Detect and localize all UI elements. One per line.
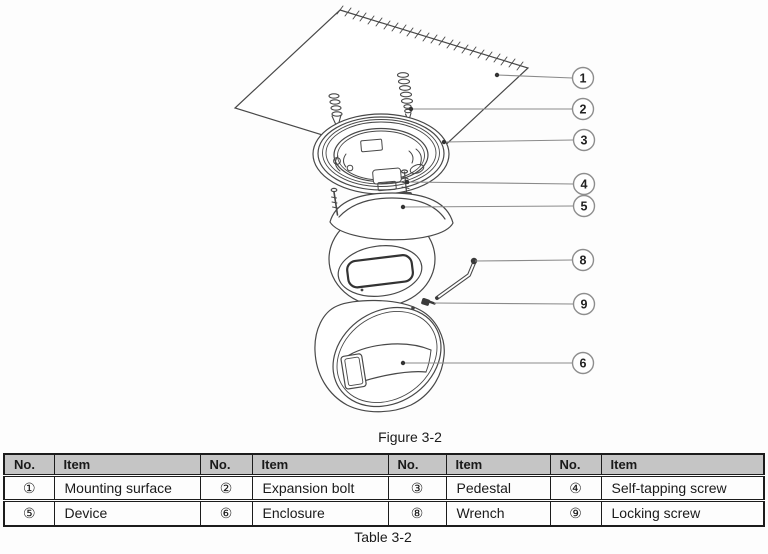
column-header-no: No. [3, 453, 55, 477]
callout-leaders [402, 74, 574, 364]
part-name: Mounting surface [53, 475, 201, 502]
callout-2: 2 [571, 97, 595, 121]
callout-9: 9 [572, 292, 596, 316]
part-number: ⑤ [3, 500, 55, 526]
table-row: ① Mounting surface ② Expansion bolt ③ Pe… [3, 475, 765, 502]
locking-screw [421, 297, 436, 306]
part-number: ⑧ [387, 500, 447, 526]
table-row: ⑤ Device ⑥ Enclosure ⑧ Wrench ⑨ Locking … [3, 500, 765, 526]
column-header-no: No. [199, 453, 253, 477]
part-name: Enclosure [251, 500, 389, 526]
svg-text:4: 4 [581, 177, 588, 191]
part-number: ⑨ [549, 500, 602, 526]
part-name: Pedestal [445, 475, 551, 502]
svg-text:2: 2 [580, 102, 587, 116]
table-header-row: No. Item No. Item No. Item No. Item [3, 453, 765, 477]
svg-text:9: 9 [581, 297, 588, 311]
part-number: ① [3, 475, 55, 502]
callout-6: 6 [571, 351, 595, 375]
svg-text:5: 5 [581, 199, 588, 213]
hatch-marks [336, 5, 524, 71]
wrench [435, 257, 478, 300]
callout-5: 5 [572, 194, 596, 218]
table-caption: Table 3-2 [354, 529, 412, 545]
svg-text:1: 1 [580, 71, 587, 85]
part-name: Locking screw [600, 500, 765, 526]
column-header-item: Item [53, 453, 201, 477]
callout-1: 1 [571, 66, 595, 90]
part-name: Expansion bolt [251, 475, 389, 502]
figure-caption: Figure 3-2 [378, 429, 442, 445]
pedestal [312, 113, 450, 195]
svg-text:6: 6 [580, 356, 587, 370]
exploded-view-diagram: 1 2 3 4 5 8 9 6 [233, 5, 596, 413]
device-side-screw [330, 187, 339, 216]
part-name: Device [53, 500, 201, 526]
callout-3: 3 [572, 128, 596, 152]
part-name: Wrench [445, 500, 551, 526]
part-number: ④ [549, 475, 602, 502]
part-name: Self-tapping screw [600, 475, 765, 502]
svg-text:8: 8 [580, 253, 587, 267]
column-header-item: Item [251, 453, 389, 477]
device [328, 187, 454, 307]
column-header-no: No. [549, 453, 602, 477]
part-number: ② [199, 475, 253, 502]
device-lens [337, 245, 423, 297]
parts-table: No. Item No. Item No. Item No. Item ① Mo… [3, 453, 765, 527]
callout-8: 8 [571, 248, 595, 272]
callout-4: 4 [572, 172, 596, 196]
column-header-item: Item [445, 453, 551, 477]
svg-text:3: 3 [581, 133, 588, 147]
column-header-item: Item [600, 453, 765, 477]
part-number: ⑥ [199, 500, 253, 526]
part-number: ③ [387, 475, 447, 502]
column-header-no: No. [387, 453, 447, 477]
leader-anchor-dots [400, 72, 500, 366]
enclosure [314, 299, 445, 413]
